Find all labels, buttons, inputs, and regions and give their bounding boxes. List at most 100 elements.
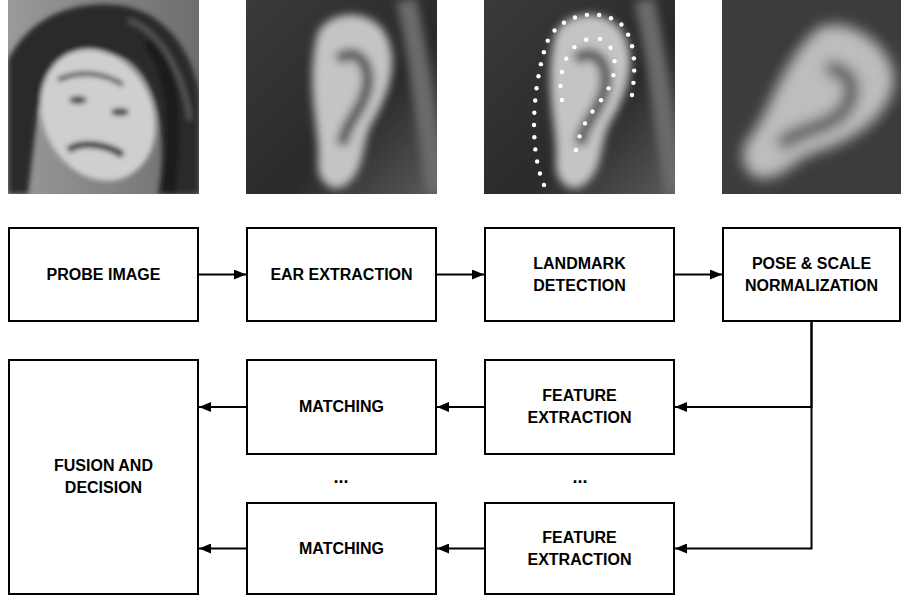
illustration-part [725, 9, 901, 194]
landmark-dot [574, 148, 578, 152]
illustration-part [775, 63, 861, 163]
landmark-dot [598, 37, 602, 41]
process-box: LANDMARK DETECTION [484, 227, 675, 322]
landmark-dot [535, 159, 539, 163]
landmark-dot [612, 59, 616, 63]
input-box: PROBE IMAGE [8, 227, 199, 322]
ellipsis-label: ... [333, 467, 348, 488]
box-label: PROBE IMAGE [47, 264, 161, 286]
box-label: MATCHING [299, 396, 384, 418]
landmark-dot [572, 45, 576, 49]
process-box: FEATURE EXTRACTION [484, 359, 675, 455]
box-label: POSE & SCALE NORMALIZATION [734, 253, 889, 297]
landmark-dot [533, 98, 537, 102]
ear-photo [246, 0, 437, 194]
landmark-dot [560, 70, 564, 74]
process-box: EAR EXTRACTION [246, 227, 437, 322]
illustration-part [550, 15, 630, 188]
flow-arrow [199, 548, 246, 550]
landmark-dot [583, 121, 587, 125]
landmark-dot [564, 56, 568, 60]
process-box: FEATURE EXTRACTION [484, 502, 675, 595]
flow-arrow [437, 548, 484, 550]
flow-arrow [675, 322, 812, 549]
illustration-part [312, 15, 392, 188]
face-photo [8, 0, 199, 194]
illustration-part [644, 0, 675, 194]
illustration-part [8, 4, 199, 194]
landmark-dot [536, 74, 540, 78]
landmark-dot [532, 135, 536, 139]
landmark-dot [562, 21, 566, 25]
illustration-part [534, 15, 634, 185]
illustration-part [338, 54, 368, 145]
landmark-dot [577, 134, 581, 138]
illustration-part [550, 0, 675, 194]
landmark-dot [542, 183, 546, 187]
illustration-part [246, 0, 437, 194]
landmark-dots [532, 13, 637, 188]
landmark-dot [597, 13, 601, 17]
normalized-photo [722, 0, 901, 194]
landmark-dot [534, 86, 538, 90]
flow-arrow [199, 406, 246, 408]
landmark-dot [533, 147, 537, 151]
ellipsis-label: ... [572, 467, 587, 488]
flow-arrow [675, 322, 812, 407]
landmark-dot [590, 109, 594, 113]
box-label: MATCHING [299, 538, 384, 560]
decision-box: FUSION AND DECISION [8, 359, 199, 595]
illustration-part [576, 54, 606, 145]
illustration-part [68, 145, 123, 155]
landmark-dot [585, 13, 589, 17]
landmark-dot [606, 86, 610, 90]
process-box: POSE & SCALE NORMALIZATION [722, 227, 901, 322]
landmark-dot [619, 22, 623, 26]
landmark-photo [484, 0, 675, 194]
illustration-part [148, 40, 173, 194]
flow-arrow [675, 274, 722, 276]
box-label: EAR EXTRACTION [270, 264, 412, 286]
landmark-dot [573, 15, 577, 19]
process-box: MATCHING [246, 359, 437, 455]
landmark-dot [609, 16, 613, 20]
flow-arrow [437, 274, 484, 276]
box-label: FEATURE EXTRACTION [496, 527, 663, 571]
illustration-part [58, 74, 123, 85]
illustration-part [69, 96, 87, 104]
landmark-dot [608, 46, 612, 50]
landmark-dot [552, 28, 556, 32]
illustration-part [484, 0, 675, 194]
process-box: MATCHING [246, 502, 437, 595]
landmark-dot [546, 38, 550, 42]
landmark-dot [560, 98, 564, 102]
landmark-dot [630, 44, 634, 48]
landmark-dot [632, 56, 636, 60]
illustration-part [111, 108, 129, 116]
landmark-dot [538, 171, 542, 175]
landmark-dot [626, 32, 630, 36]
landmark-dot [542, 50, 546, 54]
flow-arrow [199, 274, 246, 276]
landmark-dot [532, 123, 536, 127]
box-label: FEATURE EXTRACTION [496, 385, 663, 429]
landmark-dot [632, 68, 636, 72]
illustration-part [725, 9, 901, 194]
landmark-dot [584, 37, 588, 41]
illustration-part [19, 30, 176, 194]
box-label: LANDMARK DETECTION [496, 253, 663, 297]
landmark-dot [611, 73, 615, 77]
landmark-dot [599, 98, 603, 102]
illustration-part [561, 38, 615, 150]
illustration-part [406, 0, 437, 194]
landmark-dot [630, 93, 634, 97]
landmark-dot [631, 81, 635, 85]
illustration-part [128, 20, 190, 120]
box-label: FUSION AND DECISION [20, 455, 187, 499]
landmark-dot [558, 84, 562, 88]
flow-arrow [437, 406, 484, 408]
landmark-dot [539, 62, 543, 66]
landmark-dot [532, 110, 536, 114]
illustration-part [312, 0, 437, 194]
